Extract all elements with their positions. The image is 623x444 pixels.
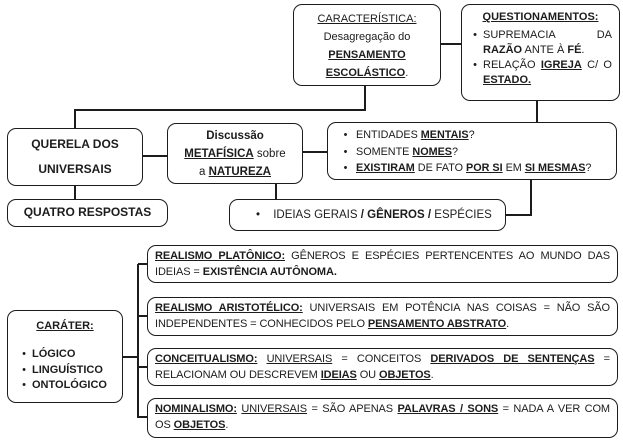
node-querela-line: UNIVERSAIS [38, 162, 112, 176]
node-conceitualismo: CONCEITUALISMO: UNIVERSAIS = CONCEITOS D… [147, 348, 618, 386]
list-item-text: LÓGICO [32, 348, 76, 360]
node-nominalismo-text: NOMINALISMO: UNIVERSAIS = SÃO APENAS PAL… [155, 403, 610, 431]
node-discussao-line: Discussão [206, 130, 264, 142]
list-item-text: SUPREMACIA DA RAZÃO ANTE À FÉ. [483, 29, 612, 56]
bullet-icon: • [343, 129, 348, 141]
list-item: • ONTOLÓGICO [16, 378, 122, 394]
node-caracteristica: CARACTERÍSTICA: Desagregação do PENSAMEN… [293, 4, 441, 86]
node-realismo-aristotelico-text: REALISMO ARISTOTÉLICO: UNIVERSAIS EM POT… [155, 302, 611, 330]
node-querela-line: QUERELA DOS [31, 137, 119, 151]
list-item: • SUPREMACIA DA RAZÃO ANTE À FÉ. [467, 28, 612, 58]
list-item-text: RELAÇÃO IGREJA C/ O ESTADO. [483, 59, 612, 86]
list-item-text: EXISTIRAM DE FATO POR SI EM SI MESMAS? [356, 162, 592, 174]
node-quatro-line: QUATRO RESPOSTAS [23, 205, 152, 219]
list-item: • ENTIDADES MENTAIS? [335, 127, 613, 144]
bullet-icon: • [343, 162, 348, 174]
bullet-icon: • [473, 29, 477, 41]
node-questionamentos-title: QUESTIONAMENTOS: [482, 11, 599, 23]
list-item-text: ENTIDADES MENTAIS? [356, 129, 475, 141]
node-nominalismo: NOMINALISMO: UNIVERSAIS = SÃO APENAS PAL… [147, 398, 618, 438]
node-caracteristica-line: CARACTERÍSTICA: [317, 13, 417, 25]
list-item-text: ONTOLÓGICO [32, 379, 107, 391]
list-item: • LINGUÍSTICO [16, 363, 122, 379]
node-caracteristica-line: PENSAMENTO [328, 49, 406, 61]
list-item: • SOMENTE NOMES? [335, 144, 613, 161]
bullet-icon: • [343, 145, 348, 158]
bullet-icon: • [255, 209, 261, 221]
node-realismo-platonico: REALISMO PLATÔNICO: GÊNEROS E ESPÉCIES P… [147, 245, 618, 283]
node-discussao-line: METAFÍSICA sobre [184, 148, 286, 160]
bullet-icon: • [22, 363, 26, 376]
node-realismo-platonico-text: REALISMO PLATÔNICO: GÊNEROS E ESPÉCIES P… [155, 250, 610, 278]
node-carater: CARÁTER: • LÓGICO • LINGUÍSTICO • ONTOLÓ… [7, 310, 123, 403]
node-questionamentos-list: • SUPREMACIA DA RAZÃO ANTE À FÉ. • RELAÇ… [462, 28, 619, 88]
node-conceitualismo-text: CONCEITUALISMO: UNIVERSAIS = CONCEITOS D… [155, 353, 610, 381]
node-discussao-metafisica: Discussão METAFÍSICA sobre a NATUREZA [167, 123, 303, 184]
list-item-text: SOMENTE NOMES? [356, 145, 458, 158]
node-carater-list: • LÓGICO • LINGUÍSTICO • ONTOLÓGICO [8, 347, 122, 394]
node-quatro-respostas: QUATRO RESPOSTAS [7, 199, 168, 227]
bullet-icon: • [22, 379, 26, 391]
list-item: • LÓGICO [16, 347, 122, 363]
bullet-icon: • [22, 348, 26, 360]
node-realismo-aristotelico: REALISMO ARISTOTÉLICO: UNIVERSAIS EM POT… [147, 297, 618, 336]
node-caracteristica-line: Desagregação do [323, 31, 411, 43]
node-ideias-text: IDEIAS GERAIS / GÊNEROS / ESPÉCIES [273, 209, 492, 221]
list-item: • RELAÇÃO IGREJA C/ O ESTADO. [467, 58, 612, 88]
node-discussao-line: a NATUREZA [199, 166, 271, 178]
list-item: • EXISTIRAM DE FATO POR SI EM SI MESMAS? [335, 160, 613, 177]
node-ideias-gerais: • IDEIAS GERAIS / GÊNEROS / ESPÉCIES [229, 199, 506, 231]
node-querela-dos-universais: QUERELA DOS UNIVERSAIS [7, 128, 143, 186]
bullet-icon: • [473, 59, 477, 71]
node-entidades-questions: • ENTIDADES MENTAIS? • SOMENTE NOMES? • … [327, 122, 617, 180]
list-item-text: LINGUÍSTICO [32, 363, 103, 376]
node-caracteristica-line: ESCOLÁSTICO. [325, 67, 409, 79]
node-questionamentos: QUESTIONAMENTOS: • SUPREMACIA DA RAZÃO A… [461, 4, 620, 101]
node-carater-title: CARÁTER: [36, 320, 94, 332]
